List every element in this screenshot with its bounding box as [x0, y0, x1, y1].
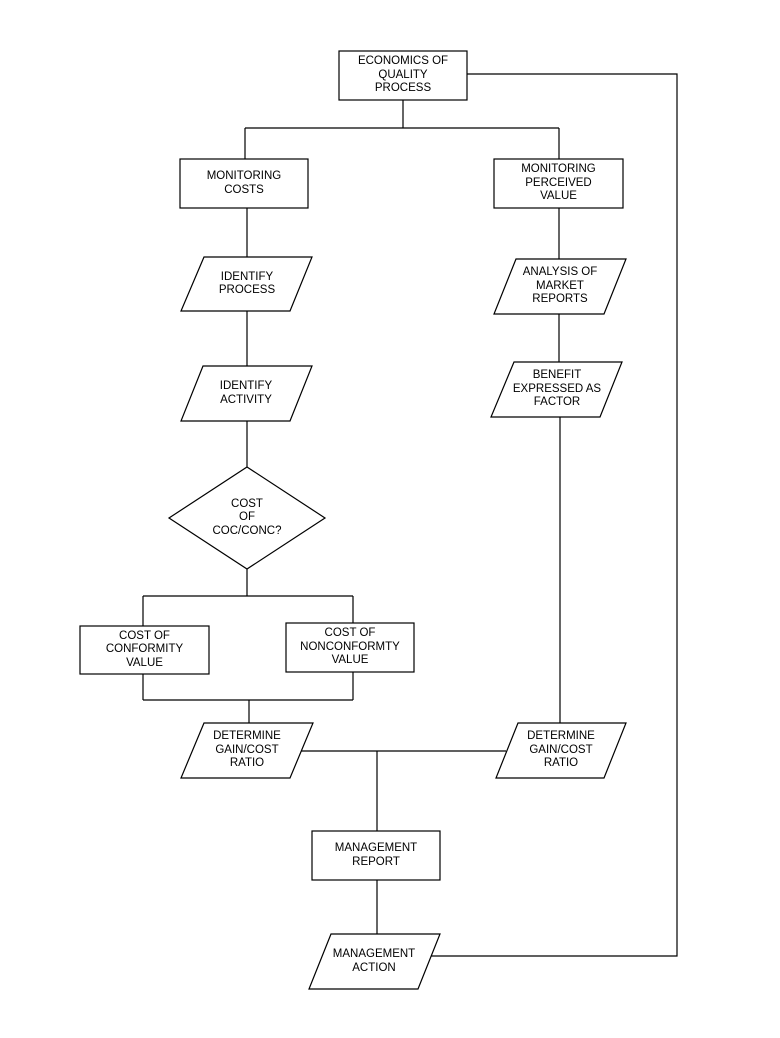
label-line: RATIO [229, 757, 265, 770]
label-line: MONITORING [521, 163, 596, 176]
label-line: CONFORMITY [105, 643, 184, 656]
gain-cost-right-parallelogram [495, 722, 627, 779]
label-line: MANAGEMENT [334, 842, 418, 854]
monitoring-value-box [493, 158, 624, 209]
monitoring-costs-box [179, 158, 309, 209]
label-line: PERCEIVED [525, 176, 592, 189]
label-line: VALUE [126, 656, 163, 669]
label-line: PROCESS [374, 82, 432, 95]
gain-cost-left-parallelogram [180, 722, 314, 779]
shapes [79, 50, 627, 990]
label-line: MANAGEMENT [332, 948, 416, 960]
label-line: DETERMINE [527, 730, 595, 743]
label-line: GAIN/COST [529, 743, 593, 756]
label-line: COSTS [224, 183, 264, 196]
identify-process-parallelogram [180, 256, 313, 312]
label-line: RATIO [543, 757, 579, 770]
label-line: REPORT [352, 855, 400, 868]
benefit-factor-parallelogram [490, 361, 623, 418]
label-line: IDENTIFY [219, 380, 273, 392]
economics-box [338, 50, 468, 101]
label-line: IDENTIFY [220, 270, 274, 283]
label-line: BENEFIT [532, 369, 582, 382]
analysis-market-parallelogram [493, 258, 627, 315]
management-report-box [311, 830, 441, 881]
label-line: ACTIVITY [220, 393, 272, 406]
connectors [142, 73, 678, 957]
cost-decision-diamond [167, 466, 327, 570]
label-line: FACTOR [533, 396, 581, 409]
label-line: GAIN/COST [215, 743, 279, 756]
label-line: REPORTS [532, 293, 588, 306]
label-line: VALUE [331, 654, 369, 667]
label-line: QUALITY [378, 68, 428, 81]
nonconformity-value-box [285, 622, 415, 673]
label-line: COST OF [119, 629, 170, 642]
label-line: OF [239, 511, 255, 524]
label-line: PROCESS [218, 284, 276, 296]
identify-activity-parallelogram [180, 365, 313, 422]
label-line: EXPRESSED AS [512, 382, 602, 395]
label-line: COST [231, 497, 263, 510]
management-action-parallelogram [308, 933, 441, 990]
label-line: COST OF [324, 627, 376, 640]
label-line: ECONOMICS OF [357, 55, 449, 68]
label-line: ACTION [352, 961, 396, 974]
connector-feedback-loop [430, 73, 678, 957]
label-line: VALUE [540, 190, 577, 203]
label-line: MONITORING [206, 170, 282, 182]
label-line: MARKET [536, 279, 584, 292]
label-line: NONCONFORMTY [300, 640, 400, 653]
label-line: DETERMINE [213, 730, 281, 743]
label-line: ANALYSIS OF [522, 266, 598, 279]
label-line: COC/CONC? [212, 524, 282, 537]
conformity-value-box [79, 625, 210, 675]
